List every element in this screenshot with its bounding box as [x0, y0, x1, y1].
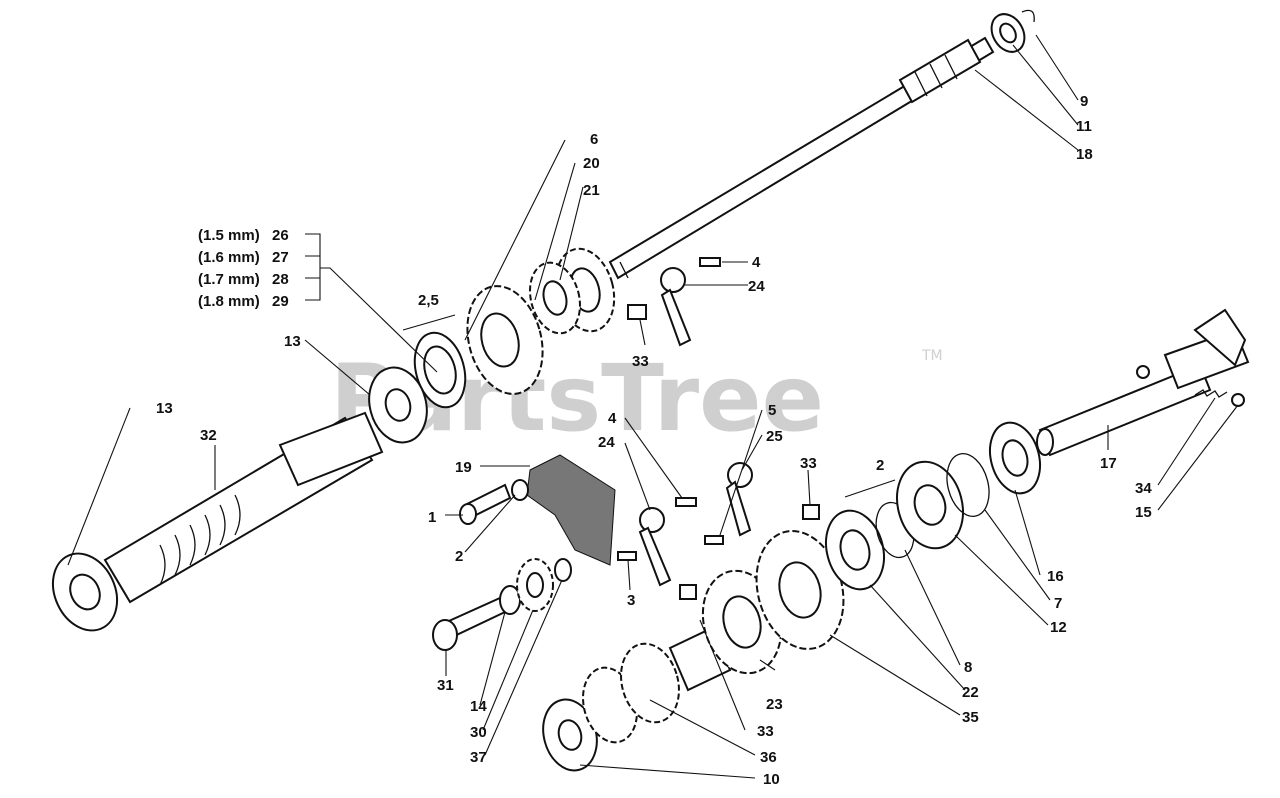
gear-35 [755, 530, 845, 650]
shim-thickness-2: (1.7 mm) [198, 271, 260, 288]
callout-25: 25 [766, 428, 783, 445]
pad-33a [627, 304, 647, 320]
callout-8: 8 [964, 659, 972, 676]
callout-9: 9 [1080, 93, 1088, 110]
callout-33c: 33 [757, 723, 774, 740]
bolt-1 [459, 483, 512, 525]
callout-5: 5 [768, 402, 776, 419]
bearing-12 [896, 460, 964, 550]
callout-labels: 9 11 18 6 20 21 4 24 33 13 13 32 4 24 19… [156, 93, 1152, 788]
callout-4b: 4 [608, 410, 617, 427]
output-shaft-17 [1036, 308, 1250, 457]
bracket-19 [526, 454, 616, 566]
watermark-trademark: TM [921, 348, 943, 364]
callout-6: 6 [590, 131, 598, 148]
spring-34 [1194, 389, 1228, 398]
worm-shaft-32 [103, 411, 384, 604]
callout-12: 12 [1050, 619, 1067, 636]
callout-36: 36 [760, 749, 777, 766]
callout-32: 32 [200, 427, 217, 444]
gear-20 [529, 261, 581, 335]
dim-line-b [844, 479, 896, 498]
shim-thickness-1: (1.6 mm) [198, 249, 260, 266]
callout-24b: 24 [598, 434, 615, 451]
callout-19: 19 [455, 459, 472, 476]
shim-washer [413, 331, 467, 409]
circlip-7 [946, 453, 990, 517]
callout-3: 3 [627, 592, 635, 609]
shim-part-1: 27 [272, 249, 289, 266]
shim-part-3: 29 [272, 293, 289, 310]
lever-24 [638, 507, 672, 587]
sleeve-22 [825, 509, 885, 591]
lever-25 [725, 462, 753, 537]
pin-31 [432, 596, 507, 651]
bearing-14 [499, 585, 521, 615]
callout-21: 21 [583, 182, 600, 199]
pin-4b [675, 497, 697, 507]
gear-30 [516, 558, 554, 612]
shaft-18 [608, 36, 995, 280]
dim-label-a: 2,5 [418, 292, 439, 309]
ball-34a [1136, 365, 1150, 379]
callout-13b: 13 [156, 400, 173, 417]
shim-thickness-3: (1.8 mm) [198, 293, 260, 310]
callout-31: 31 [437, 677, 454, 694]
callout-18: 18 [1076, 146, 1093, 163]
lever-24-upper [660, 267, 692, 347]
callout-20: 20 [583, 155, 600, 172]
callout-16: 16 [1047, 568, 1064, 585]
callout-15: 15 [1135, 504, 1152, 521]
dim-label-b: 2 [876, 457, 884, 474]
callout-11: 11 [1076, 118, 1092, 135]
pin-5 [704, 535, 724, 545]
callout-22: 22 [962, 684, 979, 701]
bearing-11 [990, 13, 1026, 53]
callout-17: 17 [1100, 455, 1117, 472]
circlip-9 [1021, 9, 1035, 23]
washer-2 [511, 479, 529, 501]
bearing-13-upper [368, 366, 428, 444]
pin-4a [699, 257, 721, 267]
bearing-13-lower [51, 552, 119, 632]
callout-2: 2 [455, 548, 463, 565]
callout-30: 30 [470, 724, 487, 741]
callout-34: 34 [1135, 480, 1152, 497]
leader-lines [67, 34, 1239, 779]
shim-option-list: (1.5 mm) 26 (1.6 mm) 27 (1.7 mm) 28 (1.8… [198, 227, 438, 373]
pad-33b [802, 504, 820, 520]
callout-10: 10 [763, 771, 780, 788]
gear-6 [466, 285, 544, 395]
dim-line-a [402, 314, 456, 331]
shim-thickness-0: (1.5 mm) [198, 227, 260, 244]
callout-35: 35 [962, 709, 979, 726]
pad-33c [679, 584, 697, 600]
callout-23: 23 [766, 696, 783, 713]
callout-13a: 13 [284, 333, 301, 350]
shim-part-0: 26 [272, 227, 289, 244]
callout-14: 14 [470, 698, 487, 715]
gear-36 [582, 626, 732, 744]
callout-33b: 33 [800, 455, 817, 472]
seal-16 [989, 421, 1041, 495]
shim-part-2: 28 [272, 271, 289, 288]
washer-37 [554, 558, 572, 582]
ball-15 [1231, 393, 1245, 407]
callout-33a: 33 [632, 353, 649, 370]
callout-37: 37 [470, 749, 487, 766]
callout-7: 7 [1054, 595, 1062, 612]
pin-3 [617, 551, 637, 561]
callout-4a: 4 [752, 254, 761, 271]
callout-24a: 24 [748, 278, 765, 295]
callout-1: 1 [428, 509, 436, 526]
